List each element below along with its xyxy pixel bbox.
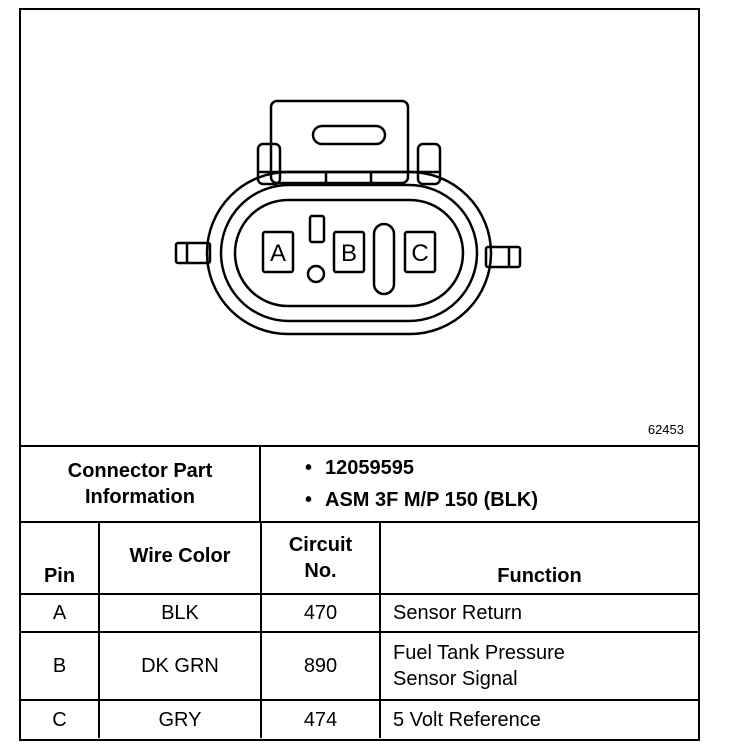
pin-cell: B <box>21 631 100 701</box>
assembly-item: • ASM 3F M/P 150 (BLK) <box>261 484 698 516</box>
header-circuit-no: Circuit No. <box>260 521 381 595</box>
right-latch <box>484 245 522 269</box>
key-slot <box>308 214 326 244</box>
circuit-cell: 890 <box>260 631 381 701</box>
header-wire-color: Wire Color <box>98 521 262 595</box>
bullet: • <box>305 489 313 511</box>
connector-housing-inner <box>219 183 479 323</box>
info-label-line2: Information <box>85 486 195 508</box>
circuit-cell: 474 <box>260 699 381 738</box>
header-pin: Pin <box>21 521 100 595</box>
function-cell: 5 Volt Reference <box>379 699 698 738</box>
connector-part-info: Connector Part Information • 12059595 • AS… <box>21 447 698 523</box>
connector-part-info-label: Connector Part Information <box>21 447 261 521</box>
lock-tab <box>269 99 410 185</box>
wire-color-cell: DK GRN <box>98 631 262 701</box>
pin-box-c <box>403 230 437 274</box>
key-hole <box>306 264 326 284</box>
pin-box-b <box>332 230 366 274</box>
header-function: Function <box>379 521 698 595</box>
figure-number: 62453 <box>647 422 684 437</box>
pinout-table: Pin Wire Color Circuit No. Function A BL… <box>21 521 698 738</box>
circuit-cell: 470 <box>260 593 381 633</box>
right-shoulder <box>416 142 442 186</box>
part-number: 12059595 <box>325 457 414 479</box>
wire-color-cell: BLK <box>98 593 262 633</box>
connector-part-list: • 12059595 • ASM 3F M/P 150 (BLK) <box>261 447 698 521</box>
table-row: A BLK 470 Sensor Return <box>21 593 698 633</box>
connector-housing-outer <box>205 170 493 336</box>
bullet: • <box>305 457 313 479</box>
connector-face <box>233 198 465 308</box>
diagram-frame: A B C 62453 Connector Part Information •… <box>19 8 700 741</box>
wire-color-cell: GRY <box>98 699 262 738</box>
lock-tab-slot <box>311 124 387 146</box>
table-row: C GRY 474 5 Volt Reference <box>21 699 698 738</box>
connector-illustration: A B C <box>174 99 522 336</box>
divider-bar <box>372 222 396 296</box>
pin-label-a: A <box>270 240 286 267</box>
pin-box-a <box>261 230 295 274</box>
function-line1: Fuel Tank Pressure <box>393 642 565 664</box>
info-label-line1: Connector Part <box>67 460 213 482</box>
pin-cell: C <box>21 699 100 738</box>
table-header-row: Pin Wire Color Circuit No. Function <box>21 521 698 595</box>
pin-label-c: C <box>411 240 428 267</box>
table-row: B DK GRN 890 Fuel Tank Pressure Sensor S… <box>21 631 698 701</box>
part-number-item: • 12059595 <box>261 452 698 484</box>
pin-cell: A <box>21 593 100 633</box>
assembly-description: ASM 3F M/P 150 (BLK) <box>325 489 538 511</box>
function-line2: Sensor Signal <box>393 668 518 690</box>
function-cell: Sensor Return <box>379 593 698 633</box>
left-shoulder <box>256 142 282 186</box>
pin-label-b: B <box>341 240 357 267</box>
connector-drawing: A B C 62453 <box>21 10 698 447</box>
left-latch <box>174 241 212 265</box>
function-cell: Fuel Tank Pressure Sensor Signal <box>379 631 698 701</box>
